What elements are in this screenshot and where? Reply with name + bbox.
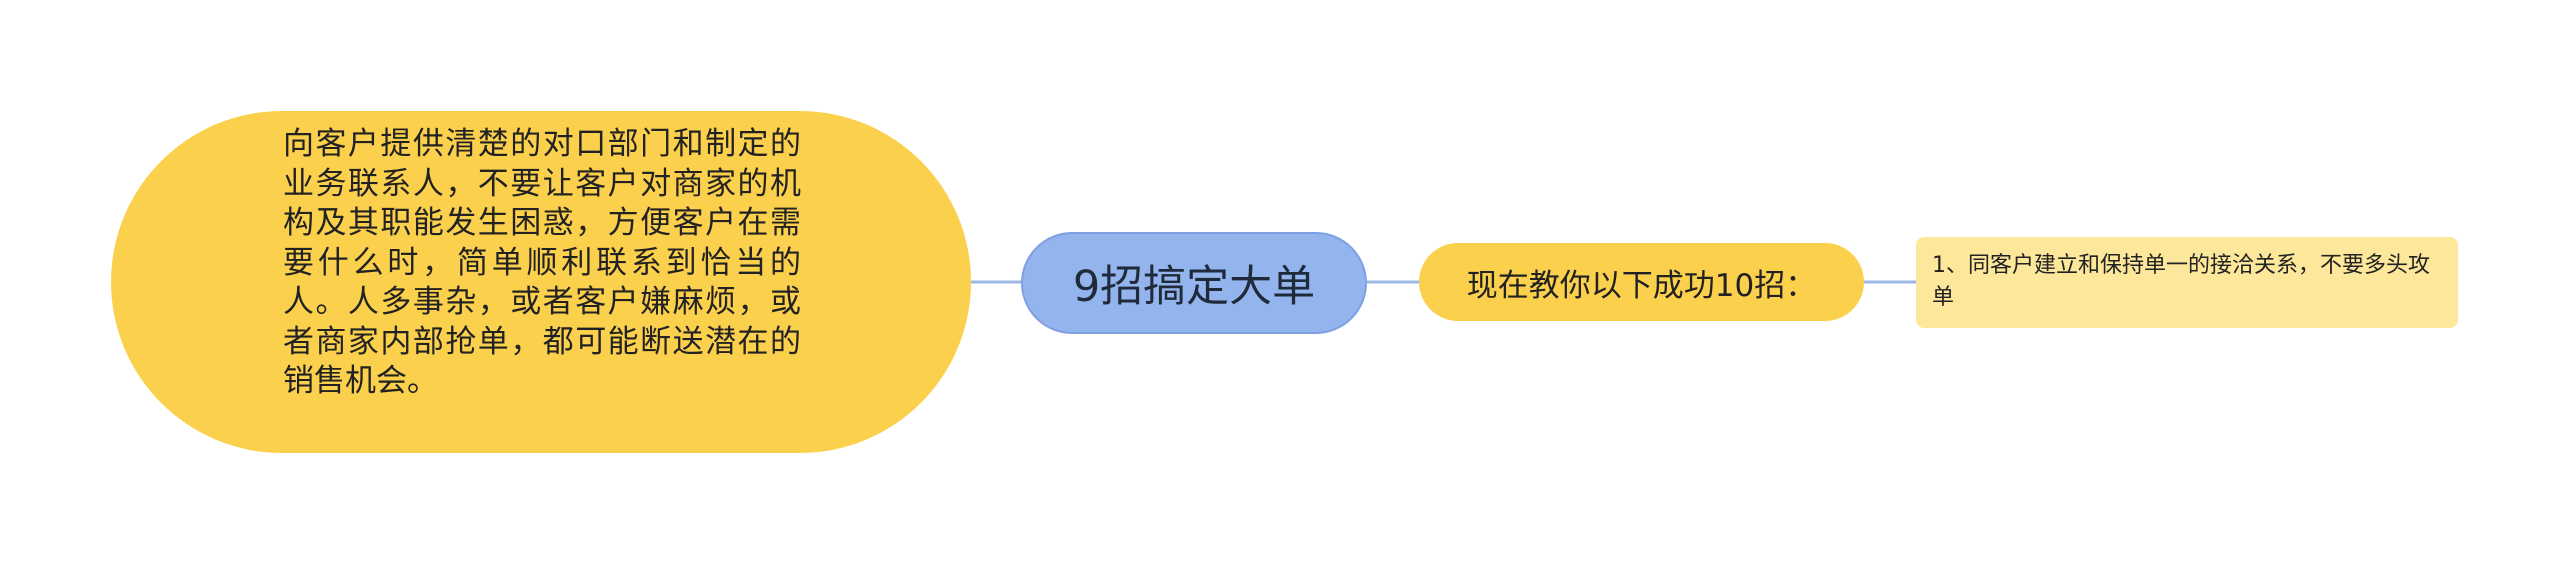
root-node-label: 9招搞定大单 — [1072, 262, 1316, 312]
right-branch-node[interactable]: 现在教你以下成功10招： — [1419, 243, 1864, 321]
right-leaf-text: 1、同客户建立和保持单一的接洽关系，不要多头攻单 — [1932, 253, 2430, 310]
right-branch-label: 现在教你以下成功10招： — [1466, 267, 1817, 304]
left-branch-node[interactable]: 向客户提供清楚的对口部门和制定的业务联系人，不要让客户对商家的机构及其职能发生困… — [111, 111, 971, 453]
left-branch-text: 向客户提供清楚的对口部门和制定的业务联系人，不要让客户对商家的机构及其职能发生困… — [283, 126, 801, 399]
right-leaf-node[interactable]: 1、同客户建立和保持单一的接洽关系，不要多头攻单 — [1916, 237, 2458, 328]
root-node[interactable]: 9招搞定大单 — [1021, 232, 1367, 334]
